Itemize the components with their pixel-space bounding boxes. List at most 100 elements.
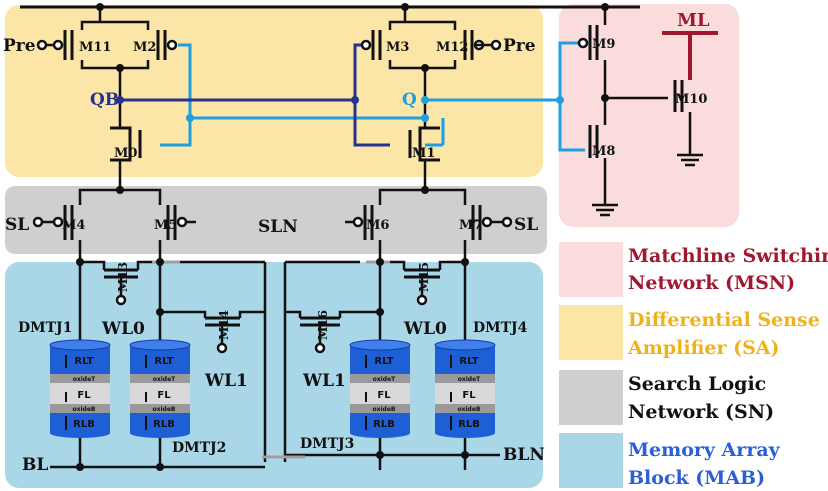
legend-sa-line2: Amplifier (SA) bbox=[627, 337, 780, 359]
legend-sn-line2: Network (SN) bbox=[628, 401, 774, 423]
sl-left-label: SL bbox=[5, 215, 29, 235]
fl-label: FL bbox=[157, 390, 171, 401]
m15-label: M15 bbox=[417, 262, 431, 292]
cylinder-base bbox=[50, 428, 110, 438]
dmtj-cells: RLT oxideT FL oxideB RLB RLT oxideT FL oxideB RLB… bbox=[49, 339, 496, 438]
dmtj3-label: DMTJ3 bbox=[300, 436, 354, 452]
bln-label: BLN bbox=[503, 445, 545, 465]
cylinder-top bbox=[434, 339, 496, 351]
legend-mab-line1: Memory Array bbox=[628, 439, 781, 461]
rlt-label: RLT bbox=[459, 356, 478, 367]
node-dots-blue bbox=[186, 96, 564, 122]
m5-label: M5 bbox=[154, 218, 177, 233]
m2-label: M2 bbox=[133, 40, 156, 55]
oxide-t-label: oxideT bbox=[458, 376, 481, 383]
oxide-t-layer bbox=[435, 374, 495, 383]
oxide-b-label: oxideB bbox=[73, 406, 96, 413]
wl1-right-label: WL1 bbox=[302, 371, 346, 391]
sl-right-label: SL bbox=[514, 215, 538, 235]
legend-msn-line2: Network (MSN) bbox=[628, 272, 795, 294]
ground-symbols bbox=[592, 153, 703, 217]
oxide-b-label: oxideB bbox=[373, 406, 396, 413]
legend-swatch-msn bbox=[559, 242, 623, 297]
oxide-t-label: oxideT bbox=[73, 376, 96, 383]
cylinder-top bbox=[129, 339, 191, 351]
legend-swatch-sn bbox=[559, 370, 623, 425]
m12-label: M12 bbox=[436, 40, 468, 55]
cylinder-top bbox=[49, 339, 111, 351]
rlb-label: RLB bbox=[458, 419, 480, 430]
oxide-t-label: oxideT bbox=[373, 376, 396, 383]
sa-block bbox=[5, 5, 543, 177]
sn-block bbox=[5, 186, 547, 254]
legend-msn-line1: Matchline Switching bbox=[628, 245, 828, 267]
m1-label: M1 bbox=[412, 146, 435, 161]
oxide-b-layer bbox=[350, 404, 410, 413]
rlt-label: RLT bbox=[74, 356, 93, 367]
pre-left-label: Pre bbox=[3, 36, 36, 56]
m0-label: M0 bbox=[114, 146, 137, 161]
junction-dots bbox=[76, 3, 609, 471]
legend: Matchline Switching Network (MSN) Differ… bbox=[559, 242, 828, 489]
wl0-right-label: WL0 bbox=[403, 319, 447, 339]
legend-swatch-sa bbox=[559, 305, 623, 360]
cylinder-base bbox=[130, 428, 190, 438]
oxide-b-layer bbox=[50, 404, 110, 413]
legend-sa-line1: Differential Sense bbox=[628, 309, 820, 331]
m13-label: M13 bbox=[116, 262, 130, 292]
rlb-label: RLB bbox=[153, 419, 175, 430]
bl-label: BL bbox=[22, 455, 48, 475]
dmtj1-cell: RLT oxideT FL oxideB RLB bbox=[49, 339, 111, 438]
m3-label: M3 bbox=[386, 40, 409, 55]
q-label: Q bbox=[402, 90, 417, 110]
oxide-b-label: oxideB bbox=[458, 406, 481, 413]
rlb-label: RLB bbox=[73, 419, 95, 430]
cross-coupling-wires bbox=[120, 41, 585, 152]
cylinder-base bbox=[435, 428, 495, 438]
dmtj3-cell: RLT oxideT FL oxideB RLB bbox=[349, 339, 411, 438]
cylinder-top bbox=[349, 339, 411, 351]
oxide-b-layer bbox=[130, 404, 190, 413]
dmtj2-label: DMTJ2 bbox=[172, 440, 226, 456]
legend-mab-line2: Block (MAB) bbox=[628, 467, 765, 489]
dmtj4-cell: RLT oxideT FL oxideB RLB bbox=[434, 339, 496, 438]
node-dots-navy bbox=[116, 96, 359, 104]
m8-label: M8 bbox=[592, 144, 615, 159]
pre-right-label: Pre bbox=[503, 36, 536, 56]
cylinder-base bbox=[350, 428, 410, 438]
fl-label: FL bbox=[462, 390, 476, 401]
dmtj1-label: DMTJ1 bbox=[18, 320, 72, 336]
dmtj4-label: DMTJ4 bbox=[473, 320, 528, 336]
matchline bbox=[662, 31, 718, 80]
m14-label: M14 bbox=[217, 310, 231, 340]
dmtj2-cell: RLT oxideT FL oxideB RLB bbox=[129, 339, 191, 438]
m9-label: M9 bbox=[592, 37, 615, 52]
oxide-b-label: oxideB bbox=[153, 406, 176, 413]
wl0-left-label: WL0 bbox=[101, 319, 145, 339]
m16-label: M16 bbox=[316, 310, 330, 340]
oxide-t-layer bbox=[350, 374, 410, 383]
m4-label: M4 bbox=[62, 218, 85, 233]
oxide-t-label: oxideT bbox=[153, 376, 176, 383]
wl1-left-label: WL1 bbox=[204, 371, 248, 391]
m7-label: M7 bbox=[459, 218, 482, 233]
fl-label: FL bbox=[377, 390, 391, 401]
rlb-label: RLB bbox=[373, 419, 395, 430]
fl-label: FL bbox=[77, 390, 91, 401]
rlt-label: RLT bbox=[374, 356, 393, 367]
sln-label: SLN bbox=[258, 217, 298, 237]
m10-label: M10 bbox=[675, 92, 707, 107]
m11-label: M11 bbox=[79, 40, 111, 55]
legend-sn-line1: Search Logic bbox=[628, 373, 766, 395]
ml-label: ML bbox=[677, 10, 710, 31]
rlt-label: RLT bbox=[154, 356, 173, 367]
oxide-b-layer bbox=[435, 404, 495, 413]
legend-swatch-mab bbox=[559, 433, 623, 488]
gate-leads bbox=[42, 43, 503, 344]
oxide-t-layer bbox=[130, 374, 190, 383]
m6-label: M6 bbox=[366, 218, 389, 233]
qb-label: QB bbox=[90, 90, 119, 110]
msn-block bbox=[559, 4, 739, 227]
oxide-t-layer bbox=[50, 374, 110, 383]
